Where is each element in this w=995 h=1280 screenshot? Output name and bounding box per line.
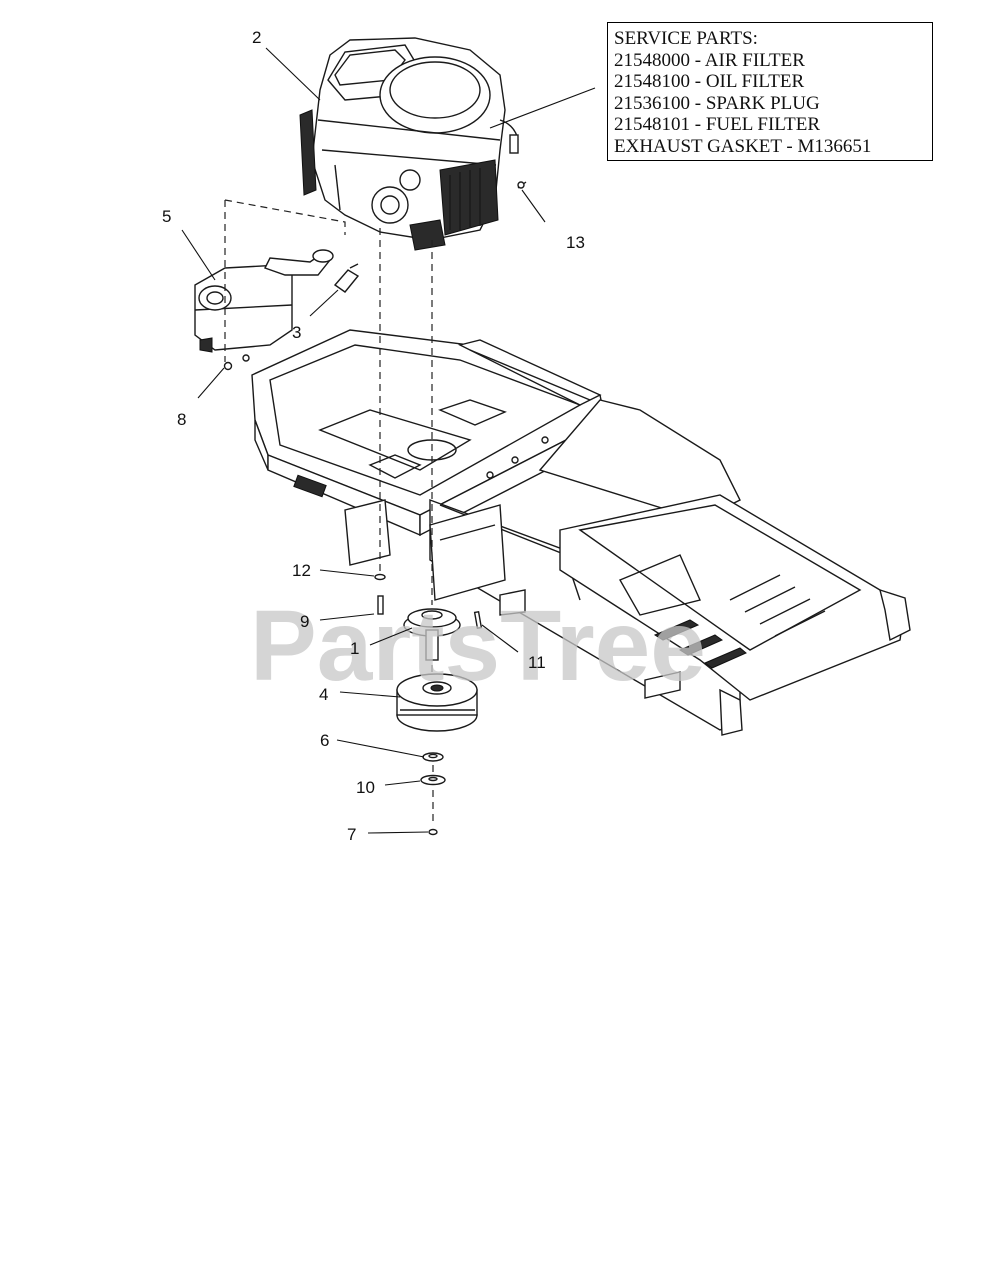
washer-part-10 [420,774,446,786]
washer-part-12 [374,573,386,581]
bolt-part-7 [428,828,438,836]
callout-8: 8 [177,410,186,429]
service-part-spark-plug: 21536100 - SPARK PLUG [614,92,820,114]
callout-3: 3 [292,323,301,342]
callout-labels: 2 5 3 8 13 12 9 1 11 4 6 10 7 [162,28,585,844]
callout-2: 2 [252,28,261,47]
chassis-frame [251,329,911,736]
callout-9: 9 [300,612,309,631]
key-part-11 [473,610,483,630]
fitting-part-3 [333,263,360,293]
service-part-fuel-filter: 21548101 - FUEL FILTER [614,114,821,135]
washer-near-muffler [242,354,250,362]
callout-1: 1 [350,639,359,658]
callout-10: 10 [356,778,375,797]
service-parts-box: SERVICE PARTS: 21548000 - AIR FILTER 215… [607,22,933,161]
callout-4: 4 [319,685,328,704]
callout-13: 13 [566,233,585,252]
alignment-lines [224,199,434,826]
bolt-part-13 [517,181,527,189]
nut-part-8 [223,361,233,371]
washer-part-6 [422,752,444,762]
service-parts-heading: SERVICE PARTS: [614,28,758,49]
service-part-exhaust-gasket: EXHAUST GASKET - M136651 [614,135,872,157]
service-part-oil-filter: 21548100 - OIL FILTER [614,71,805,92]
callout-6: 6 [320,731,329,750]
callout-11: 11 [528,653,546,672]
callout-5: 5 [162,207,171,226]
watermark: PartsTree [250,590,706,702]
service-part-air-filter: 21548000 - AIR FILTER [614,49,805,71]
pto-clutch-part-4 [396,673,478,732]
leader-lines [181,47,596,834]
muffler [194,249,334,353]
bolt-part-9 [377,595,384,615]
pulley-part-1 [403,608,461,661]
callout-12: 12 [292,561,311,580]
engine [299,37,519,251]
callout-7: 7 [347,825,356,844]
